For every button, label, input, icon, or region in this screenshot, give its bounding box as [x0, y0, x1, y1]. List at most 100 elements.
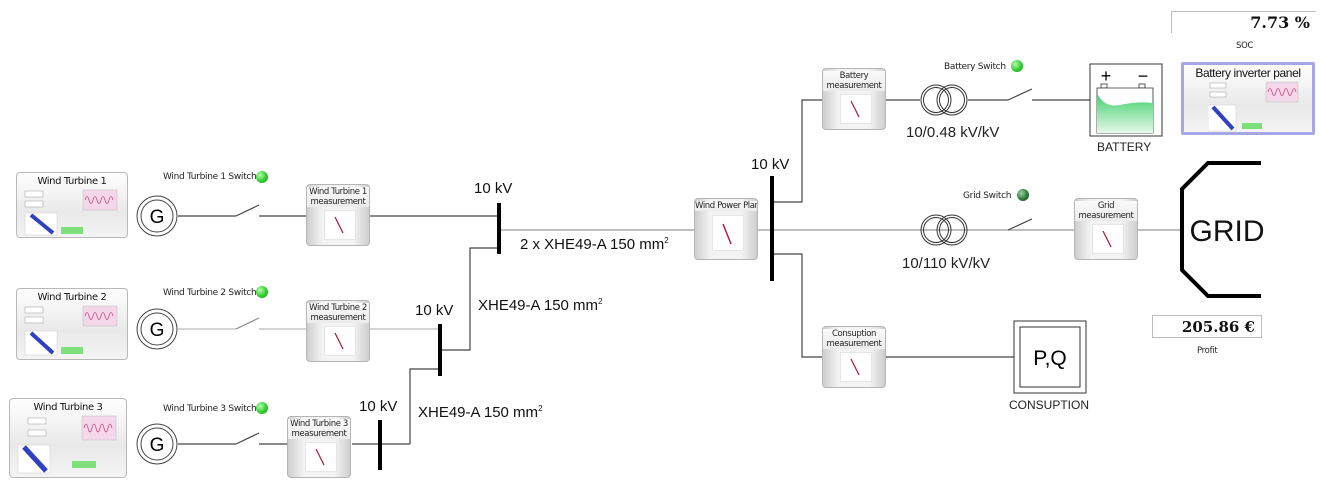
meas-title-line1: Wind Turbine 2: [309, 303, 367, 313]
panel-title: Wind Turbine 2: [37, 292, 107, 303]
wind-power-plant-measurement-block[interactable]: Wind Power Plant: [694, 198, 758, 260]
profit-label: Profit: [1197, 346, 1218, 356]
meas-title-line2: measurement: [826, 81, 882, 91]
wt1-switch-label: Wind Turbine 1 Switch: [163, 172, 257, 182]
generator-symbol: G: [150, 435, 165, 456]
wt1-switch-status-led[interactable]: [256, 171, 268, 183]
panel-title: Wind Turbine 1: [37, 176, 107, 187]
grid-label: GRID: [1190, 215, 1265, 248]
panel-thumbnail-icon: [24, 305, 118, 356]
gauge-needle-icon: [324, 326, 356, 356]
profit-value-display: 205.86 €: [1152, 315, 1262, 338]
panel-thumbnail-icon: [17, 415, 117, 474]
grid-switch-status-led[interactable]: [1017, 189, 1029, 201]
meas-title-line2: measurement: [310, 313, 366, 323]
switches: [235, 88, 1033, 445]
battery-switch-status-led[interactable]: [1011, 60, 1023, 72]
meas-title-line1: Consuption: [831, 329, 877, 339]
wires: [178, 99, 1182, 445]
wt2-switch-label: Wind Turbine 2 Switch: [163, 288, 257, 298]
gauge-needle-icon: [712, 215, 744, 251]
generator-symbol: G: [150, 207, 165, 228]
switch-battery[interactable]: [1007, 88, 1033, 101]
wind-turbine-1-panel[interactable]: Wind Turbine 1: [16, 172, 128, 238]
generators: G G G: [136, 195, 178, 465]
switch-wt3[interactable]: [235, 432, 260, 445]
superscript: 2: [538, 404, 543, 413]
wind-turbine-2-panel[interactable]: Wind Turbine 2: [16, 288, 128, 360]
grid-switch-label: Grid Switch: [963, 191, 1012, 201]
busbars: [378, 176, 774, 470]
switch-wt2[interactable]: [235, 317, 260, 330]
battery-switch-label: Battery Switch: [944, 62, 1006, 72]
grid-transformer-ratio: 10/110 kV/kV: [902, 255, 991, 272]
wt2-cable-text: XHE49-A 150 mm: [478, 297, 599, 314]
battery-plus-sign: +: [1101, 66, 1112, 86]
panel-thumbnail-icon: [1208, 81, 1299, 132]
transformers: [920, 84, 968, 246]
gauge-needle-icon: [840, 94, 872, 124]
grid-icon[interactable]: GRID: [1180, 161, 1265, 298]
wt3-switch-status-led[interactable]: [256, 402, 268, 414]
superscript: 2: [664, 236, 669, 245]
wt3-switch-label: Wind Turbine 3 Switch: [163, 404, 257, 414]
meas-title-line2: measurement: [310, 197, 366, 207]
battery-caption: BATTERY: [1097, 140, 1152, 154]
battery-icon[interactable]: + −: [1089, 63, 1163, 137]
panel-thumbnail-icon: [24, 189, 118, 236]
wt2-cable-label: XHE49-A 150 mm2: [478, 297, 603, 314]
consumption-caption: CONSUPTION: [1009, 398, 1090, 412]
cable-wt3-to-wt2: [409, 368, 440, 444]
soc-label: SOC: [1236, 41, 1254, 51]
generator-wt1[interactable]: G: [136, 195, 178, 237]
panel-title: Wind Turbine 3: [33, 402, 103, 413]
soc-value-display: 7.73 %: [1171, 11, 1316, 33]
panel-title: Battery inverter panel: [1195, 66, 1301, 80]
main-bus-voltage-label: 10 kV: [474, 180, 513, 197]
meas-title-line2: measurement: [1078, 211, 1134, 221]
wire-bus-cons-meas: [772, 253, 822, 358]
superscript: 2: [598, 297, 603, 306]
switch-grid[interactable]: [1007, 218, 1033, 231]
main-cable-label: 2 x XHE49-A 150 mm2: [520, 236, 669, 253]
generator-wt3[interactable]: G: [136, 423, 178, 465]
wt2-bus-voltage-label: 10 kV: [415, 302, 454, 319]
gauge-needle-icon: [324, 210, 356, 240]
load-symbol: P,Q: [1033, 347, 1066, 370]
gauge-needle-icon: [305, 442, 337, 472]
meas-title-line1: Wind Turbine 1: [309, 187, 367, 197]
transformer-grid-icon[interactable]: [920, 214, 968, 246]
meas-title-line2: measurement: [291, 429, 347, 439]
generator-symbol: G: [150, 320, 165, 341]
wind-turbine-3-panel[interactable]: Wind Turbine 3: [9, 398, 127, 478]
battery-transformer-ratio: 10/0.48 kV/kV: [906, 124, 1000, 141]
generator-wt2[interactable]: G: [136, 308, 178, 350]
wire-bus-battery-meas: [772, 99, 822, 203]
battery-inverter-panel[interactable]: Battery inverter panel: [1181, 62, 1315, 135]
meas-title-line1: Battery: [839, 71, 869, 81]
switch-wt1[interactable]: [235, 204, 260, 217]
consumption-load-icon[interactable]: P,Q: [1013, 320, 1087, 394]
meas-title-line1: Wind Turbine 3: [290, 419, 348, 429]
gauge-needle-icon: [1092, 224, 1124, 254]
main-cable-text: 2 x XHE49-A 150 mm: [520, 236, 665, 253]
wt3-bus-voltage-label: 10 kV: [359, 398, 398, 415]
wt3-cable-text: XHE49-A 150 mm: [418, 404, 539, 421]
wt2-switch-status-led[interactable]: [256, 286, 268, 298]
cable-wt2-to-main: [440, 247, 499, 351]
meas-title-line2: measurement: [826, 339, 882, 349]
plant-bus-voltage-label: 10 kV: [751, 156, 790, 173]
wt3-cable-label: XHE49-A 150 mm2: [418, 404, 543, 421]
gauge-needle-icon: [840, 352, 872, 382]
meas-title: Wind Power Plant: [695, 201, 757, 211]
battery-minus-sign: −: [1138, 66, 1149, 86]
meas-title-line1: Grid: [1097, 201, 1115, 211]
transformer-battery-icon[interactable]: [920, 84, 968, 116]
